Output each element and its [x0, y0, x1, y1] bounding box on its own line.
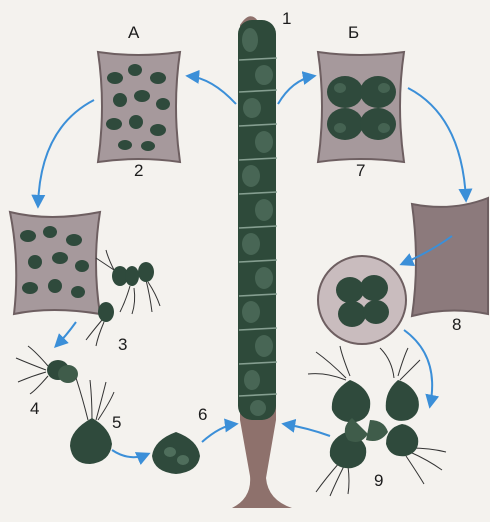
label-2: 2: [134, 162, 143, 179]
zoospores-3-bodies: [98, 262, 154, 322]
arrow-6-to-filament: [202, 424, 236, 442]
arrow-7-to-8: [408, 88, 466, 200]
cell-8: [318, 198, 488, 344]
label-4: 4: [30, 400, 39, 417]
zygote-5: [70, 378, 114, 464]
label-3: 3: [118, 336, 127, 353]
label-1: 1: [282, 10, 291, 27]
label-9: 9: [374, 472, 383, 489]
label-7: 7: [356, 162, 365, 179]
filament: [232, 16, 292, 508]
arrow-5-to-6: [112, 450, 148, 457]
label-5: 5: [112, 414, 121, 431]
cell-zoospore-release: [10, 212, 100, 314]
arrow-release-to-4: [56, 322, 76, 346]
gamete-fusion-4: [16, 346, 78, 394]
arrow-9-to-filament: [284, 424, 330, 436]
label-section-b: Б: [348, 24, 359, 41]
arrow-filament-to-7: [278, 76, 314, 104]
cell-2-zoosporangium: [98, 52, 180, 162]
cell-7-gametangium: [318, 52, 404, 162]
label-6: 6: [198, 406, 207, 423]
arrow-filament-to-2: [188, 76, 236, 104]
label-section-a: А: [128, 24, 139, 41]
arrow-2-to-release: [38, 100, 94, 206]
label-8: 8: [452, 316, 461, 333]
zygote-6: [152, 432, 200, 474]
